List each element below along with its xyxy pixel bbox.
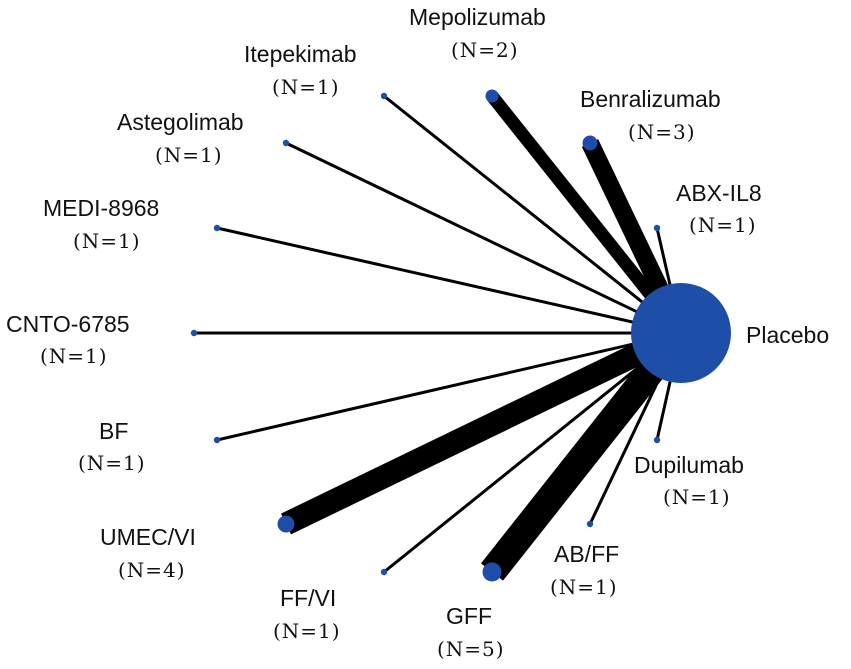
node-bf bbox=[213, 436, 221, 444]
label-dupilumab: Dupilumab bbox=[634, 452, 744, 478]
count-cnto-6785: (N=1) bbox=[40, 344, 108, 368]
count-abx-il8: (N=1) bbox=[689, 213, 757, 237]
edge-gff bbox=[481, 324, 692, 581]
label-umec-vi: UMEC/VI bbox=[100, 524, 196, 550]
label-cnto-6785: CNTO-6785 bbox=[6, 311, 130, 337]
node-ff-vi bbox=[380, 568, 388, 576]
edges bbox=[194, 91, 692, 581]
node-dupilumab bbox=[653, 436, 661, 444]
count-dupilumab: (N=1) bbox=[663, 485, 731, 509]
node-abx-il8 bbox=[653, 224, 661, 232]
count-ab-ff: (N=1) bbox=[550, 575, 618, 599]
count-astegolimab: (N=1) bbox=[155, 143, 223, 167]
edge-itepekimab bbox=[383, 94, 682, 335]
edge-umec-vi bbox=[280, 322, 687, 535]
count-benralizumab: (N=3) bbox=[628, 120, 696, 144]
label-medi-8968: MEDI-8968 bbox=[43, 195, 160, 221]
node-ab-ff bbox=[586, 520, 594, 528]
count-medi-8968: (N=1) bbox=[73, 229, 141, 253]
node-astegolimab bbox=[282, 139, 290, 147]
count-umec-vi: (N=4) bbox=[118, 558, 186, 582]
count-mepolizumab: (N=2) bbox=[451, 38, 519, 62]
label-benralizumab: Benralizumab bbox=[580, 86, 721, 112]
hub-label: Placebo bbox=[746, 322, 830, 348]
label-mepolizumab: Mepolizumab bbox=[409, 4, 546, 30]
node-gff bbox=[482, 562, 502, 582]
count-bf: (N=1) bbox=[78, 451, 146, 475]
node-mepolizumab bbox=[485, 89, 499, 103]
count-gff: (N=5) bbox=[437, 637, 505, 661]
label-bf: BF bbox=[99, 418, 129, 444]
label-astegolimab: Astegolimab bbox=[117, 109, 244, 135]
label-itepekimab: Itepekimab bbox=[244, 41, 357, 67]
label-ff-vi: FF/VI bbox=[280, 585, 337, 611]
node-benralizumab bbox=[582, 135, 598, 151]
node-umec-vi bbox=[277, 515, 295, 533]
count-itepekimab: (N=1) bbox=[272, 75, 340, 99]
edge-bf bbox=[216, 331, 682, 442]
node-placebo bbox=[631, 283, 731, 383]
nodes bbox=[190, 89, 661, 582]
label-ab-ff: AB/FF bbox=[554, 541, 620, 567]
node-medi-8968 bbox=[213, 224, 221, 232]
node-itepekimab bbox=[380, 92, 388, 100]
label-gff: GFF bbox=[446, 603, 492, 629]
label-abx-il8: ABX-IL8 bbox=[676, 180, 762, 206]
edge-medi-8968 bbox=[216, 226, 682, 335]
edge-mepolizumab bbox=[486, 91, 687, 338]
node-cnto-6785 bbox=[190, 329, 198, 337]
count-ff-vi: (N=1) bbox=[273, 619, 341, 643]
edge-astegolimab bbox=[285, 141, 682, 335]
edge-ff-vi bbox=[383, 331, 682, 574]
